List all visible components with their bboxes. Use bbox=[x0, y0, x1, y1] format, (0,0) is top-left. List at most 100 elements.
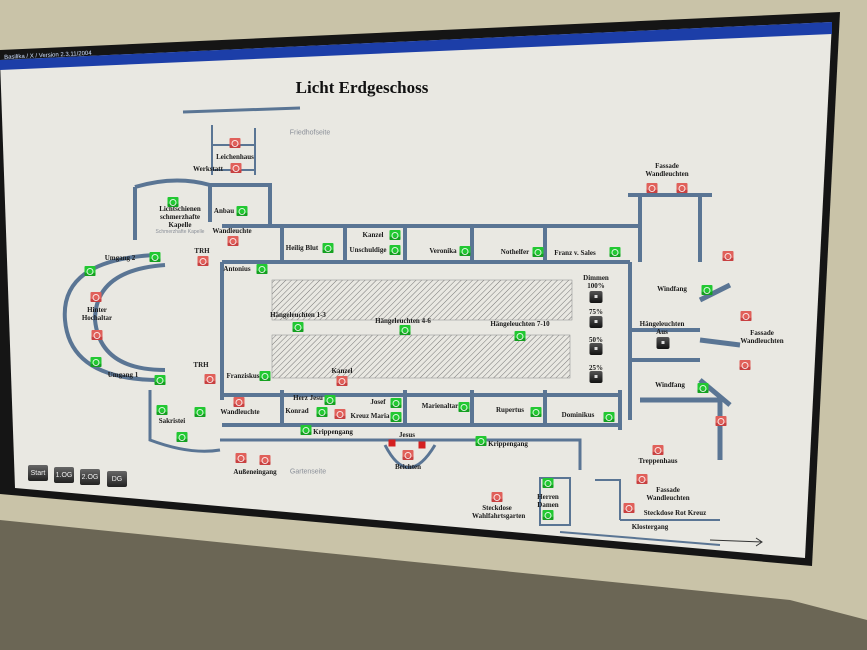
light-toggle[interactable] bbox=[90, 292, 102, 302]
room-label: Krippengang bbox=[488, 440, 528, 448]
light-toggle[interactable] bbox=[740, 311, 752, 321]
room-label: Kreuz Maria bbox=[350, 412, 390, 420]
room-label: Hängeleuchten 1-3 bbox=[270, 311, 326, 319]
room-label: Damen bbox=[537, 501, 559, 509]
light-toggle[interactable] bbox=[259, 371, 271, 381]
dimmer-50-button[interactable] bbox=[589, 343, 603, 355]
light-toggle[interactable] bbox=[156, 405, 168, 415]
light-toggle[interactable] bbox=[259, 455, 271, 465]
light-toggle[interactable] bbox=[722, 251, 734, 261]
room-label: Fassade Wandleuchten bbox=[646, 486, 690, 502]
dimmer-level-label: 100% bbox=[587, 282, 605, 290]
light-toggle[interactable] bbox=[194, 407, 206, 417]
light-toggle[interactable] bbox=[235, 453, 247, 463]
light-toggle[interactable] bbox=[390, 398, 402, 408]
light-toggle[interactable] bbox=[542, 478, 554, 488]
light-toggle[interactable] bbox=[149, 252, 161, 262]
side-label-bottom: Gartenseite bbox=[289, 468, 327, 476]
room-label: Rupertus bbox=[495, 406, 525, 414]
room-label: Windfang bbox=[655, 381, 685, 389]
light-toggle[interactable] bbox=[739, 360, 751, 370]
light-toggle[interactable] bbox=[402, 450, 414, 460]
light-toggle[interactable] bbox=[197, 256, 209, 266]
room-label: Umgang 1 bbox=[107, 371, 139, 379]
nav-2og-button[interactable]: 2.OG bbox=[80, 469, 100, 485]
light-toggle[interactable] bbox=[530, 407, 542, 417]
room-label: Josef bbox=[370, 398, 386, 406]
light-toggle[interactable] bbox=[715, 416, 727, 426]
light-toggle[interactable] bbox=[300, 425, 312, 435]
room-label: Umgang 2 bbox=[104, 254, 136, 262]
light-toggle[interactable] bbox=[236, 206, 248, 216]
light-toggle[interactable] bbox=[316, 407, 328, 417]
nav-dg-button[interactable]: DG bbox=[107, 471, 127, 487]
light-toggle[interactable] bbox=[603, 412, 615, 422]
light-toggle[interactable] bbox=[204, 374, 216, 384]
haengeleuchten-aus-button[interactable] bbox=[656, 337, 670, 349]
light-toggle[interactable] bbox=[91, 330, 103, 340]
light-toggle[interactable] bbox=[233, 397, 245, 407]
light-toggle[interactable] bbox=[491, 492, 503, 502]
room-label: Franziskus bbox=[226, 372, 260, 380]
light-toggle[interactable] bbox=[167, 197, 179, 207]
light-toggle[interactable] bbox=[324, 395, 336, 405]
light-toggle[interactable] bbox=[229, 138, 241, 148]
nav-1og-button[interactable]: 1.OG bbox=[54, 467, 74, 483]
room-label: Werkstatt bbox=[193, 165, 223, 173]
light-toggle[interactable] bbox=[475, 436, 487, 446]
room-label: Kanzel bbox=[331, 367, 353, 375]
light-toggle[interactable] bbox=[230, 163, 242, 173]
room-label: Hängeleuchten Aus bbox=[639, 320, 685, 336]
light-toggle[interactable] bbox=[227, 236, 239, 246]
light-toggle[interactable] bbox=[623, 503, 635, 513]
light-toggle[interactable] bbox=[652, 445, 664, 455]
light-toggle[interactable] bbox=[542, 510, 554, 520]
room-label: Sakristei bbox=[158, 417, 186, 425]
light-toggle[interactable] bbox=[609, 247, 621, 257]
dimmer-75-button[interactable] bbox=[589, 316, 603, 328]
light-toggle[interactable] bbox=[701, 285, 713, 295]
room-label: Lichtschienen schmerzhafte Kapelle bbox=[159, 205, 201, 229]
light-toggle[interactable] bbox=[636, 474, 648, 484]
dimmer-100-button[interactable] bbox=[589, 291, 603, 303]
light-toggle[interactable] bbox=[697, 383, 709, 393]
light-toggle[interactable] bbox=[458, 402, 470, 412]
room-label: Konrad bbox=[285, 407, 309, 415]
room-label: Wandleuchte bbox=[220, 408, 260, 416]
room-label: Kanzel bbox=[362, 231, 384, 239]
light-toggle[interactable] bbox=[389, 245, 401, 255]
light-toggle[interactable] bbox=[459, 246, 471, 256]
chapel-sublabel: Schmerzhafte Kapelle bbox=[155, 229, 205, 235]
room-label: Beichten bbox=[394, 463, 422, 471]
light-toggle[interactable] bbox=[399, 325, 411, 335]
room-label: Klostergang bbox=[631, 523, 669, 531]
light-toggle[interactable] bbox=[154, 375, 166, 385]
room-label: Marienaltar bbox=[421, 402, 459, 410]
room-label: Jesus bbox=[399, 431, 415, 439]
light-toggle[interactable] bbox=[84, 266, 96, 276]
light-toggle[interactable] bbox=[676, 183, 688, 193]
light-toggle[interactable] bbox=[390, 412, 402, 422]
light-toggle[interactable] bbox=[646, 183, 658, 193]
light-toggle[interactable] bbox=[292, 322, 304, 332]
room-label: Leichenhaus bbox=[216, 153, 254, 161]
light-toggle[interactable] bbox=[389, 230, 401, 240]
room-label: Hinter Hochaltar bbox=[81, 306, 113, 322]
light-toggle[interactable] bbox=[334, 409, 346, 419]
light-toggle[interactable] bbox=[514, 331, 526, 341]
light-toggle[interactable] bbox=[336, 376, 348, 386]
room-label: Fassade Wandleuchten bbox=[740, 329, 784, 345]
light-toggle[interactable] bbox=[176, 432, 188, 442]
room-label: Anbau bbox=[213, 207, 235, 215]
pew-block-1 bbox=[271, 279, 573, 321]
room-label: Hängeleuchten 7-10 bbox=[490, 320, 550, 328]
light-toggle[interactable] bbox=[256, 264, 268, 274]
nav-start-button[interactable]: Start bbox=[28, 465, 48, 481]
light-toggle[interactable] bbox=[322, 243, 334, 253]
light-toggle[interactable] bbox=[90, 357, 102, 367]
dimmer-25-button[interactable] bbox=[589, 371, 603, 383]
room-label: Dominikus bbox=[561, 411, 595, 419]
light-toggle[interactable] bbox=[532, 247, 544, 257]
room-label: Herren bbox=[537, 493, 559, 501]
